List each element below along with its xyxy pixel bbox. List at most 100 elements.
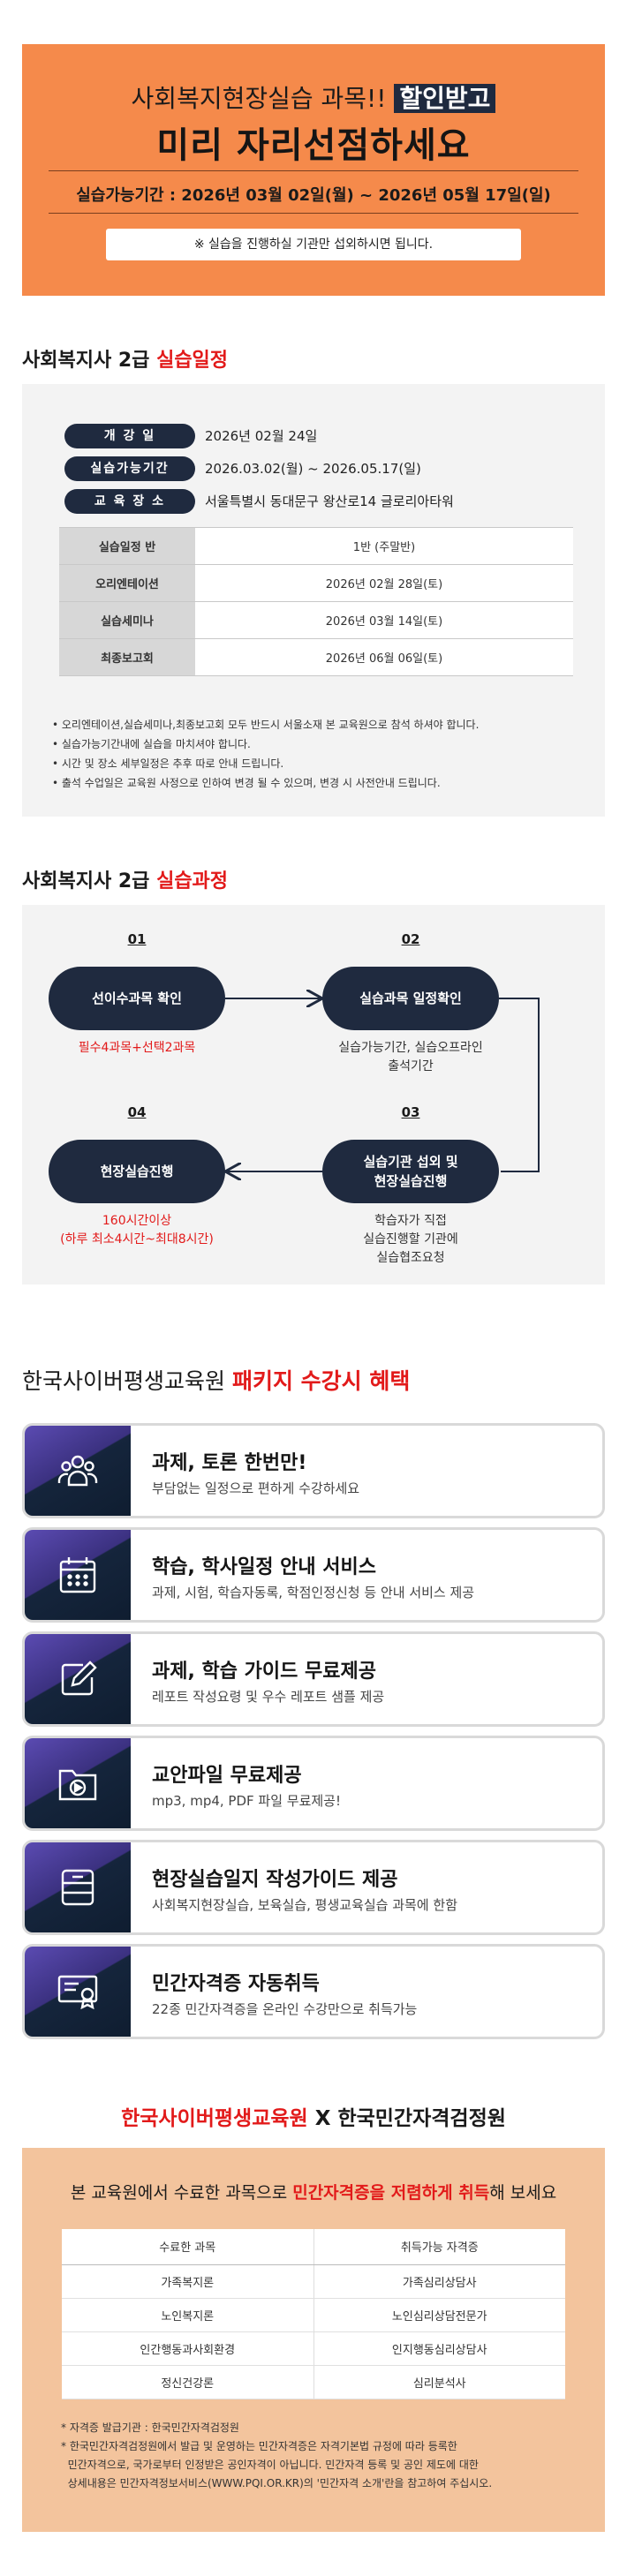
benefit-title: 교안파일 무료제공 — [152, 1765, 302, 1787]
schedule-note: • 오리엔테이션,실습세미나,최종보고회 모두 반드시 서울소재 본 교육원으로… — [52, 719, 480, 731]
schedule-cell-value: 1반 (주말반) — [195, 527, 573, 565]
step-number: 02 — [401, 931, 420, 947]
hero-banner: 사회복지현장실습 과목!! 할인받고 미리 자리선점하세요 실습가능기간 : 2… — [22, 44, 605, 296]
benefit-icon-box — [25, 1530, 131, 1620]
step-sub: 160시간이상 (하루 최소4시간~최대8시간) — [40, 1212, 234, 1249]
step-sub-line: 학습자가 직접 — [374, 1214, 447, 1228]
benefit-desc: 레포트 작성요령 및 우수 레포트 샘플 제공 — [152, 1689, 385, 1705]
schedule-cell-value: 2026년 02월 28일(토) — [195, 564, 573, 602]
schedule-cell-label: 실습일정 반 — [59, 527, 195, 565]
table-header-row: 수료한 과목 취득가능 자격증 — [62, 2229, 565, 2265]
partner-head-text: 본 교육원에서 수료한 과목으로 — [70, 2183, 293, 2203]
schedule-panel: 개 강 일 2026년 02월 24일 실습가능기간 2026.03.02(월)… — [22, 384, 605, 817]
schedule-cell-label: 실습세미나 — [59, 601, 195, 639]
partner-title: 한국사이버평생교육원 X 한국민간자격검정원 — [0, 2101, 627, 2131]
hero-highlight: 할인받고 — [394, 84, 496, 113]
step-sub-line: 실습진행할 기관에 — [363, 1232, 458, 1247]
benefit-title: 현장실습일지 작성가이드 제공 — [152, 1869, 398, 1891]
benefit-icon-box — [25, 1842, 131, 1932]
benefit-card: 민간자격증 자동취득 22종 민간자격증을 온라인 수강만으로 취득가능 — [22, 1944, 605, 2039]
process-title: 사회복지사 2급 실습과정 — [22, 865, 228, 893]
benefit-title: 민간자격증 자동취득 — [152, 1973, 320, 1995]
benefit-card: 과제, 학습 가이드 무료제공 레포트 작성요령 및 우수 레포트 샘플 제공 — [22, 1631, 605, 1727]
benefits-title-text: 한국사이버평생교육원 — [22, 1368, 232, 1394]
column-header: 수료한 과목 — [62, 2229, 314, 2265]
arrow-connector — [499, 998, 540, 1172]
edit-icon — [61, 1661, 97, 1696]
benefits-title-highlight: 패키지 수강시 혜택 — [231, 1368, 411, 1394]
schedule-cell-value: 2026년 06월 06일(토) — [195, 638, 573, 676]
schedule-notes: • 오리엔테이션,실습세미나,최종보고회 모두 반드시 서울소재 본 교육원으로… — [52, 715, 479, 793]
schedule-title: 사회복지사 2급 실습일정 — [22, 344, 228, 373]
benefit-desc: 부담없는 일정으로 편하게 수강하세요 — [152, 1480, 360, 1496]
partner-title-right: 한국민간자격검정원 — [337, 2107, 506, 2130]
hero-line1-text: 사회복지현장실습 과목!! — [131, 84, 395, 113]
benefit-desc: mp3, mp4, PDF 파일 무료제공! — [152, 1793, 341, 1809]
step-institution: 실습기관 섭외 및 현장실습진행 — [322, 1140, 499, 1203]
info-label-start-date: 개 강 일 — [64, 424, 195, 448]
group-icon — [57, 1455, 98, 1487]
partner-panel: 본 교육원에서 수료한 과목으로 민간자격증을 저렴하게 취득해 보세요 수료한… — [22, 2148, 605, 2532]
partner-note: * 자격증 발급기관 : 한국민간자격검정원 — [61, 2422, 239, 2434]
step-sub-line: 실습가능기간, 실습오프라인 — [338, 1041, 483, 1055]
step-sub: 학습자가 직접 실습진행할 기관에 실습협조요청 — [314, 1212, 508, 1268]
schedule-cell-value: 2026년 03월 14일(토) — [195, 601, 573, 639]
benefit-card: 현장실습일지 작성가이드 제공 사회복지현장실습, 보육실습, 평생교육실습 과… — [22, 1840, 605, 1935]
partner-head-highlight: 민간자격증을 저렴하게 취득 — [292, 2183, 490, 2203]
step-number: 04 — [127, 1104, 147, 1120]
partner-notes: * 자격증 발급기관 : 한국민간자격검정원 * 한국민간자격검정원에서 발급 … — [61, 2419, 492, 2493]
hero-divider-top — [49, 170, 578, 171]
info-label-period: 실습가능기간 — [64, 456, 195, 481]
benefit-title: 학습, 학사일정 안내 서비스 — [152, 1556, 376, 1578]
certificate-icon — [57, 1975, 98, 2010]
schedule-note: • 출석 수업일은 교육원 사정으로 인하여 변경 될 수 있으며, 변경 시 … — [52, 777, 441, 789]
cert-cell: 인지행동심리상담사 — [314, 2331, 565, 2366]
partner-note: 민간자격으로, 국가로부터 인정받은 공인자격이 아닙니다. 민간자격 등록 및… — [61, 2459, 479, 2471]
step-sub-line: 160시간이상 — [102, 1214, 172, 1228]
course-cell: 인간행동과사회환경 — [62, 2331, 314, 2366]
hero-headline: 미리 자리선점하세요 — [156, 125, 471, 166]
info-value-start-date: 2026년 02월 24일 — [205, 428, 318, 444]
schedule-cell-label: 최종보고회 — [59, 638, 195, 676]
step-field-practice: 현장실습진행 — [49, 1140, 225, 1203]
media-folder-icon — [58, 1769, 97, 1801]
schedule-title-highlight: 실습일정 — [156, 350, 229, 372]
benefits-title: 한국사이버평생교육원 패키지 수강시 혜택 — [22, 1364, 410, 1396]
benefit-icon-box — [25, 1426, 131, 1516]
course-cell: 정신건강론 — [62, 2365, 314, 2399]
step-sub-line: 출석기간 — [388, 1059, 434, 1073]
hero-divider-bottom — [49, 213, 578, 214]
benefit-desc: 22종 민간자격증을 온라인 수강만으로 취득가능 — [152, 2001, 418, 2017]
partner-head-suffix: 해 보세요 — [489, 2183, 557, 2203]
step-sub-line: 필수4과목+선택2과목 — [78, 1041, 196, 1055]
step-label-line: 실습기관 섭외 및 — [363, 1154, 458, 1170]
step-sub: 필수4과목+선택2과목 — [40, 1039, 234, 1058]
cert-cell: 가족심리상담사 — [314, 2264, 565, 2299]
column-header: 취득가능 자격증 — [314, 2229, 565, 2265]
step-label-line: 현장실습진행 — [374, 1173, 448, 1189]
step-sub-line: (하루 최소4시간~최대8시간) — [60, 1232, 214, 1247]
benefit-desc: 사회복지현장실습, 보육실습, 평생교육실습 과목에 한함 — [152, 1897, 458, 1913]
partner-note: 상세내용은 민간자격정보서비스(WWW.PQI.OR.KR)의 '민간자격 소개… — [61, 2477, 493, 2489]
benefit-card: 교안파일 무료제공 mp3, mp4, PDF 파일 무료제공! — [22, 1736, 605, 1831]
process-panel: 01 선이수과목 확인 필수4과목+선택2과목 02 실습과목 일정확인 실습가… — [22, 905, 605, 1284]
benefit-icon-box — [25, 1947, 131, 2037]
cert-cell: 노인심리상담전문가 — [314, 2298, 565, 2332]
process-title-highlight: 실습과정 — [156, 870, 229, 893]
notebook-icon — [61, 1869, 94, 1906]
hero-note: ※ 실습을 진행하실 기관만 섭외하시면 됩니다. — [106, 229, 521, 260]
calendar-icon — [59, 1557, 96, 1593]
step-number: 01 — [127, 931, 147, 947]
info-value-location: 서울특별시 동대문구 왕산로14 글로리아타워 — [205, 493, 454, 509]
step-sub: 실습가능기간, 실습오프라인 출석기간 — [314, 1039, 508, 1076]
info-label-location: 교 육 장 소 — [64, 489, 195, 514]
step-schedule-check: 실습과목 일정확인 — [322, 967, 499, 1030]
